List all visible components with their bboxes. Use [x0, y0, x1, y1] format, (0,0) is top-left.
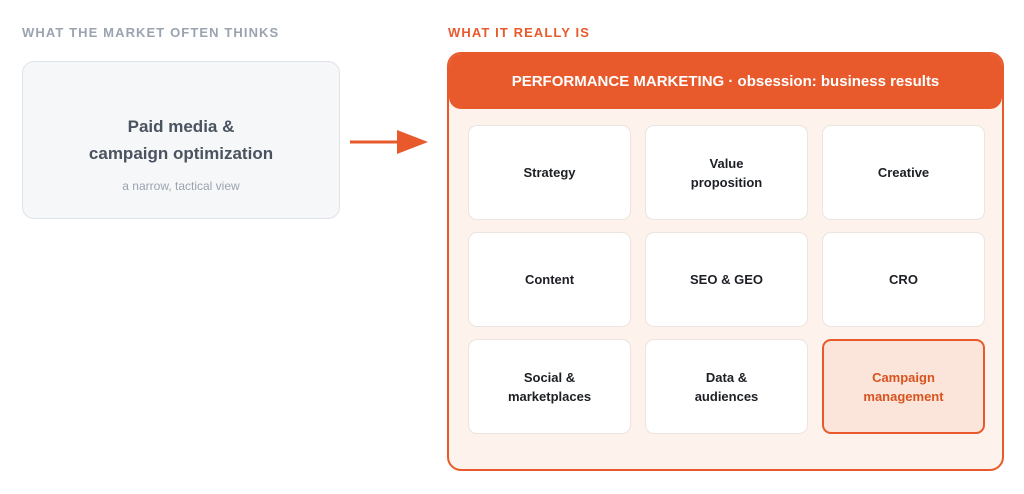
- tile-seo-geo: SEO & GEO: [645, 232, 808, 327]
- arrow-right-icon: [350, 130, 428, 154]
- tile-campaign-management: Campaign management: [822, 339, 985, 434]
- tile-strategy: Strategy: [468, 125, 631, 220]
- tile-social-marketplaces: Social & marketplaces: [468, 339, 631, 434]
- tile-creative: Creative: [822, 125, 985, 220]
- misconception-card: Paid media & campaign optimization a nar…: [22, 61, 340, 219]
- misconception-title: Paid media & campaign optimization: [88, 117, 274, 163]
- performance-marketing-banner: PERFORMANCE MARKETING · obsession: busin…: [449, 54, 1002, 109]
- misconception-subtitle: a narrow, tactical view: [122, 179, 240, 193]
- tile-cro: CRO: [822, 232, 985, 327]
- left-heading: WHAT THE MARKET OFTEN THINKS: [22, 25, 280, 40]
- tile-content: Content: [468, 232, 631, 327]
- reality-panel: PERFORMANCE MARKETING · obsession: busin…: [447, 52, 1004, 471]
- right-heading: WHAT IT REALLY IS: [448, 25, 590, 40]
- tile-data-audiences: Data & audiences: [645, 339, 808, 434]
- tile-value-proposition: Value proposition: [645, 125, 808, 220]
